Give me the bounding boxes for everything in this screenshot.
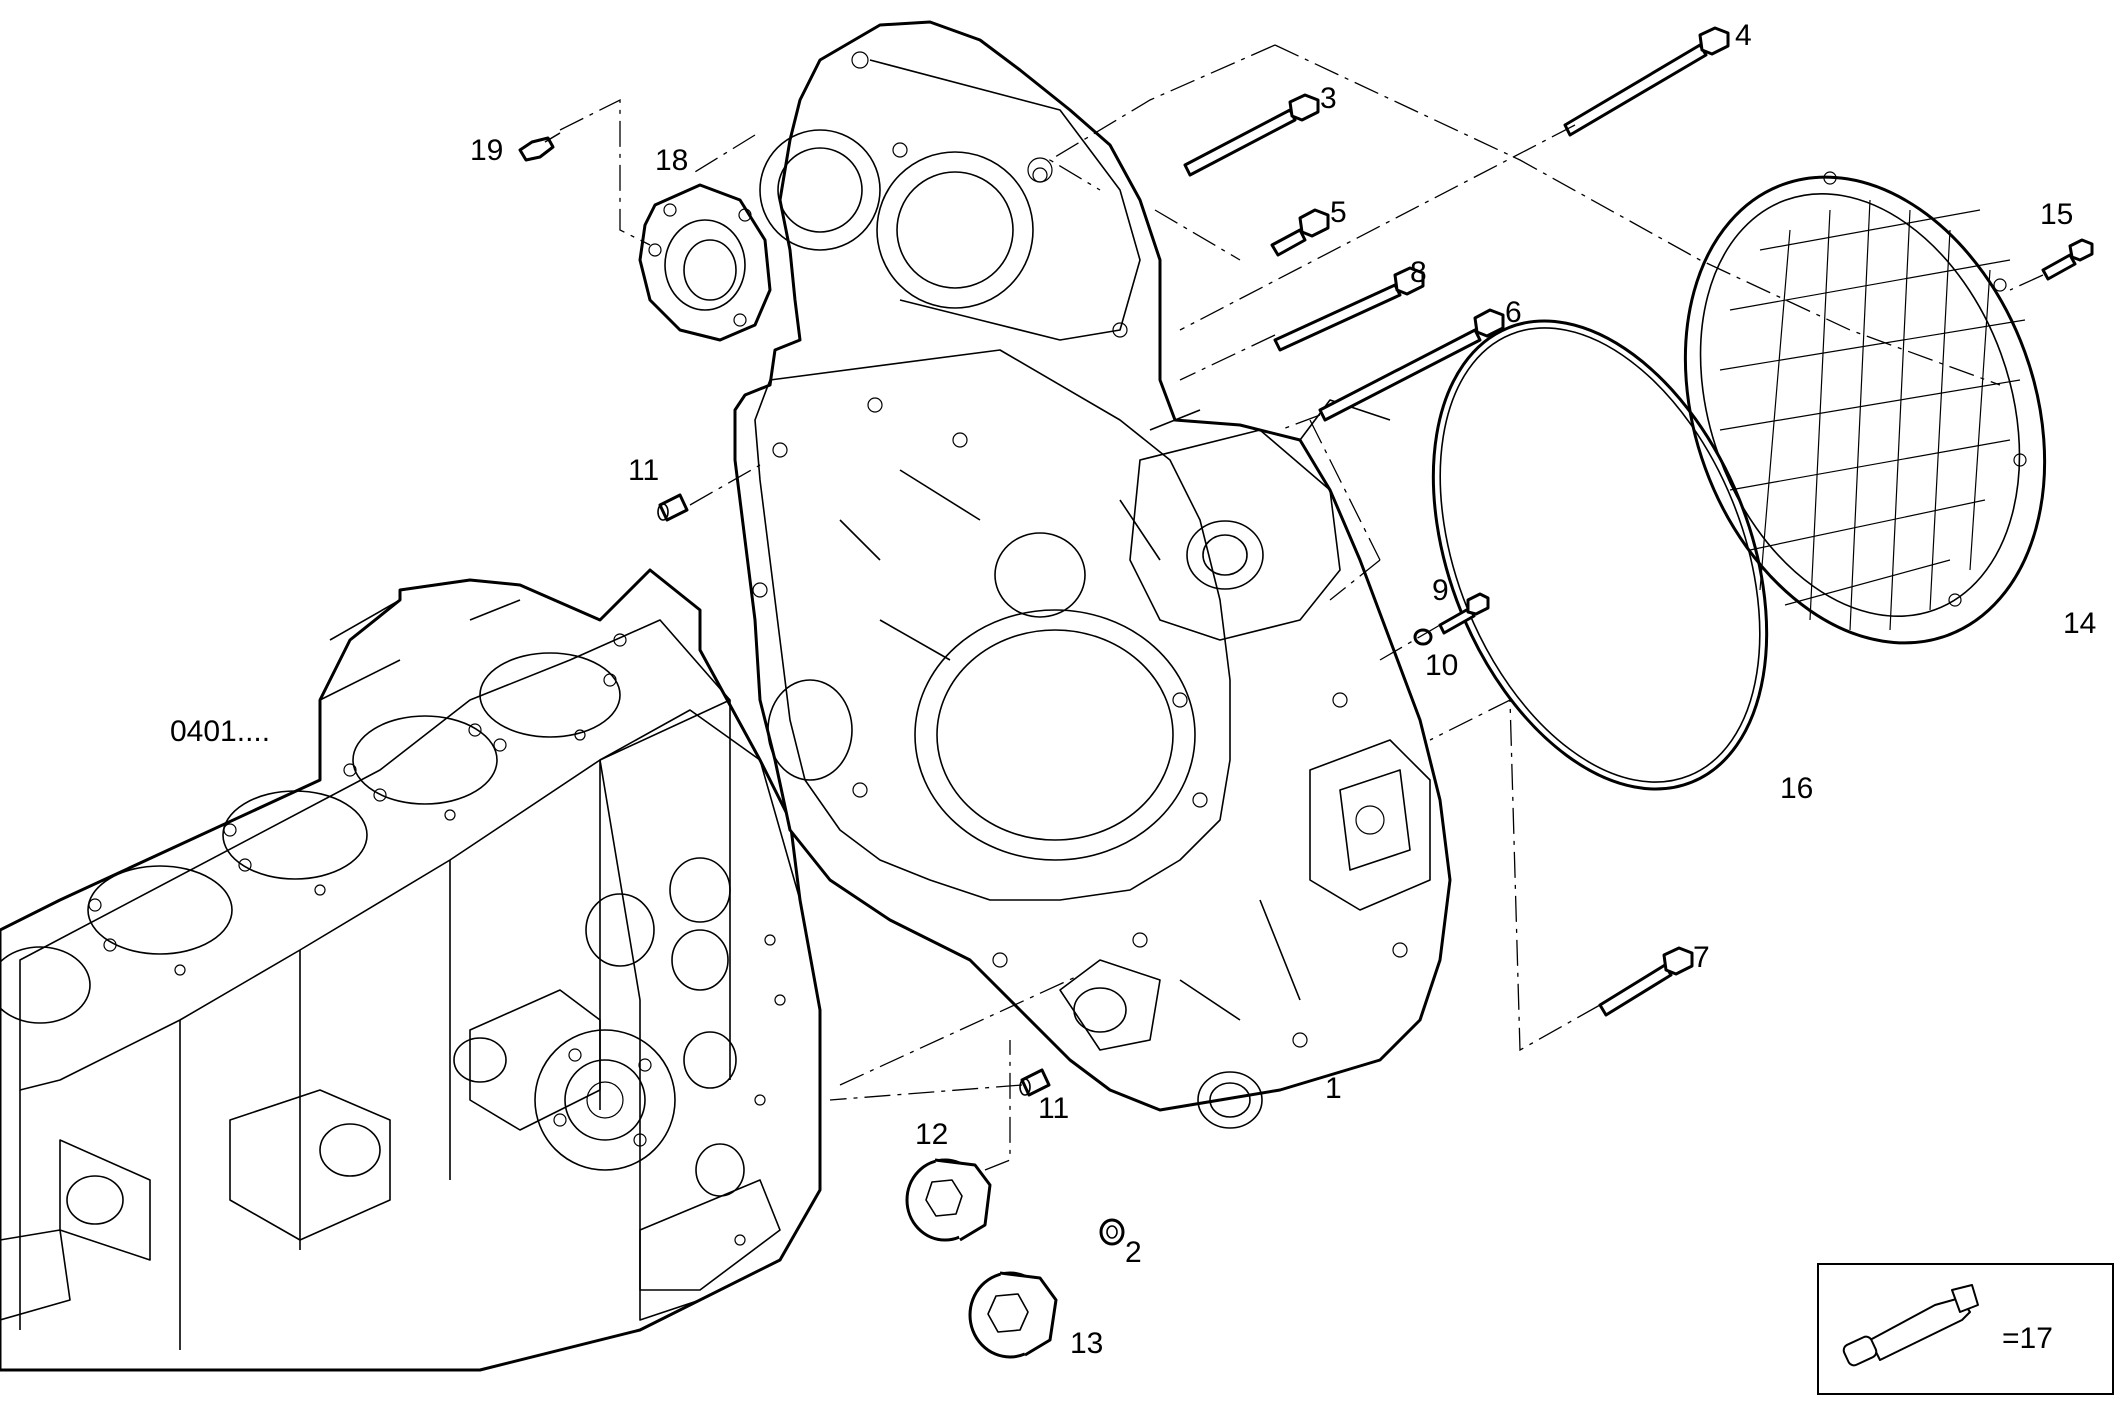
bolt-4 — [1563, 26, 1730, 137]
bolt-8 — [1273, 266, 1425, 352]
callout-12: 12 — [915, 1118, 948, 1151]
bolt-7 — [1598, 946, 1694, 1017]
callouts: 1 2 3 4 5 6 7 8 9 10 11 11 12 13 14 15 1… — [170, 19, 2096, 1360]
engine-block — [0, 568, 822, 1372]
callout-16: 16 — [1780, 772, 1813, 805]
assembly-reference-label: 0401.... — [170, 715, 270, 748]
callout-10: 10 — [1425, 649, 1458, 682]
plug-12 — [905, 1158, 992, 1242]
callout-13: 13 — [1070, 1327, 1103, 1360]
plug-11-upper — [657, 493, 689, 522]
plug-13 — [968, 1271, 1058, 1359]
callout-15: 15 — [2040, 198, 2073, 231]
bolt-6 — [1318, 308, 1505, 422]
callout-1: 1 — [1325, 1072, 1342, 1105]
callout-3: 3 — [1320, 82, 1337, 115]
cover-plate-14 — [1683, 171, 2047, 645]
sealant-tube-icon — [1842, 1284, 1979, 1367]
bolt-9 — [1438, 592, 1490, 635]
legend-box: =17 — [1817, 1263, 2114, 1395]
callout-11-lower: 11 — [1038, 1092, 1069, 1125]
bolt-3 — [1183, 93, 1320, 177]
timing-gear-housing — [733, 20, 1452, 1129]
callout-2: 2 — [1125, 1236, 1142, 1269]
callout-6: 6 — [1505, 296, 1522, 329]
callout-9: 9 — [1432, 574, 1449, 607]
callout-18: 18 — [655, 144, 688, 177]
bolt-5 — [1270, 208, 1330, 257]
callout-19: 19 — [470, 134, 503, 167]
bolt-15 — [2041, 238, 2094, 281]
seal-carrier-18 — [638, 183, 772, 342]
bolt-19 — [518, 132, 561, 162]
washer-10 — [1413, 628, 1433, 646]
leader-lines — [559, 44, 2044, 1171]
legend-label: =17 — [2002, 1322, 2053, 1355]
callout-11-upper: 11 — [628, 454, 659, 487]
plug-2 — [1099, 1218, 1125, 1246]
callout-14: 14 — [2063, 607, 2096, 640]
callout-5: 5 — [1330, 196, 1347, 229]
callout-7: 7 — [1693, 941, 1710, 974]
callout-4: 4 — [1735, 19, 1752, 52]
plug-11-lower — [1019, 1068, 1051, 1097]
callout-8: 8 — [1410, 256, 1427, 289]
